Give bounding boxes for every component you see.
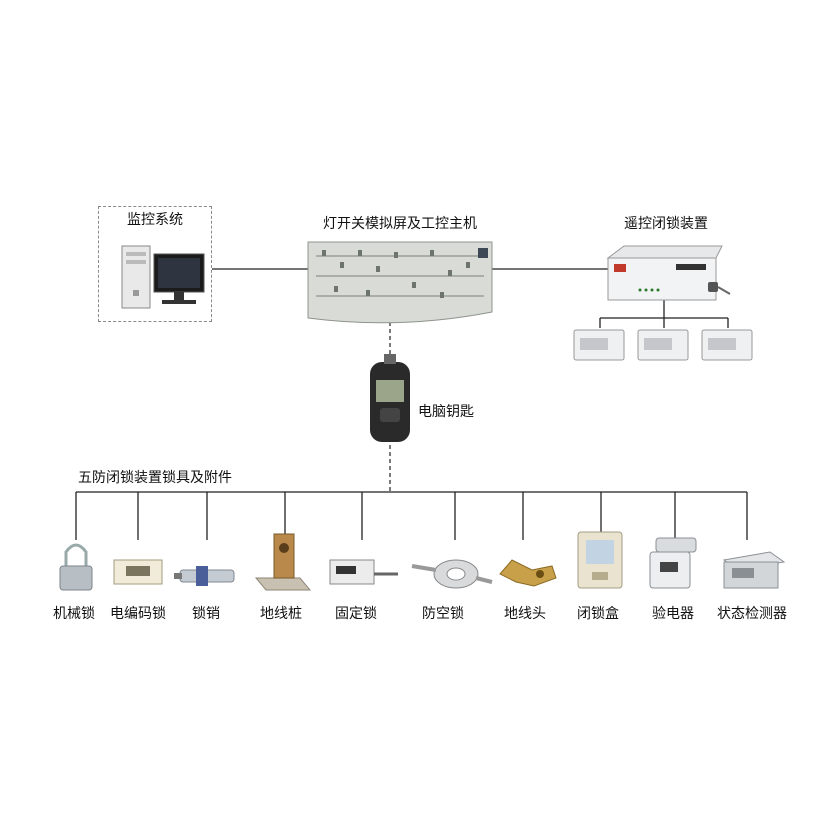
device-label: 机械锁 bbox=[53, 606, 95, 622]
computer-key-icon bbox=[370, 354, 410, 442]
monitoring-computer-icon bbox=[121, 245, 205, 309]
monitoring-system-box bbox=[98, 206, 212, 322]
fixed-lock-icon bbox=[329, 559, 398, 585]
remote-lock-device-icon bbox=[606, 245, 731, 301]
electric-code-lock-icon bbox=[113, 559, 163, 585]
accessories-title: 五防闭锁装置锁具及附件 bbox=[78, 470, 232, 486]
device-label: 固定锁 bbox=[335, 606, 377, 622]
anti-idle-lock-icon bbox=[411, 559, 493, 589]
ground-post-icon bbox=[254, 533, 312, 591]
ground-clamp-icon bbox=[499, 559, 557, 587]
device-label: 锁销 bbox=[192, 606, 220, 622]
device-label: 地线桩 bbox=[260, 606, 302, 622]
device-label: 验电器 bbox=[652, 606, 694, 622]
device-label: 地线头 bbox=[504, 606, 546, 622]
voltage-tester-icon bbox=[649, 537, 697, 589]
lock-box-icon bbox=[577, 531, 623, 589]
monitoring-system-label: 监控系统 bbox=[127, 212, 183, 228]
padlock-icon bbox=[59, 543, 93, 591]
remote-lock-label: 遥控闭锁装置 bbox=[624, 216, 708, 232]
lock-pin-icon bbox=[174, 566, 235, 586]
device-label: 闭锁盒 bbox=[577, 606, 619, 622]
remote-lock-unit-icon bbox=[573, 329, 753, 361]
connector-lines bbox=[75, 268, 748, 540]
device-label: 电编码锁 bbox=[110, 606, 166, 622]
main-panel-label: 灯开关模拟屏及工控主机 bbox=[323, 216, 477, 232]
device-label: 状态检测器 bbox=[717, 606, 787, 622]
device-label: 防空锁 bbox=[422, 606, 464, 622]
computer-key-label: 电脑钥匙 bbox=[418, 404, 474, 420]
status-detector-icon bbox=[722, 551, 786, 589]
mimic-panel-icon bbox=[307, 241, 493, 324]
